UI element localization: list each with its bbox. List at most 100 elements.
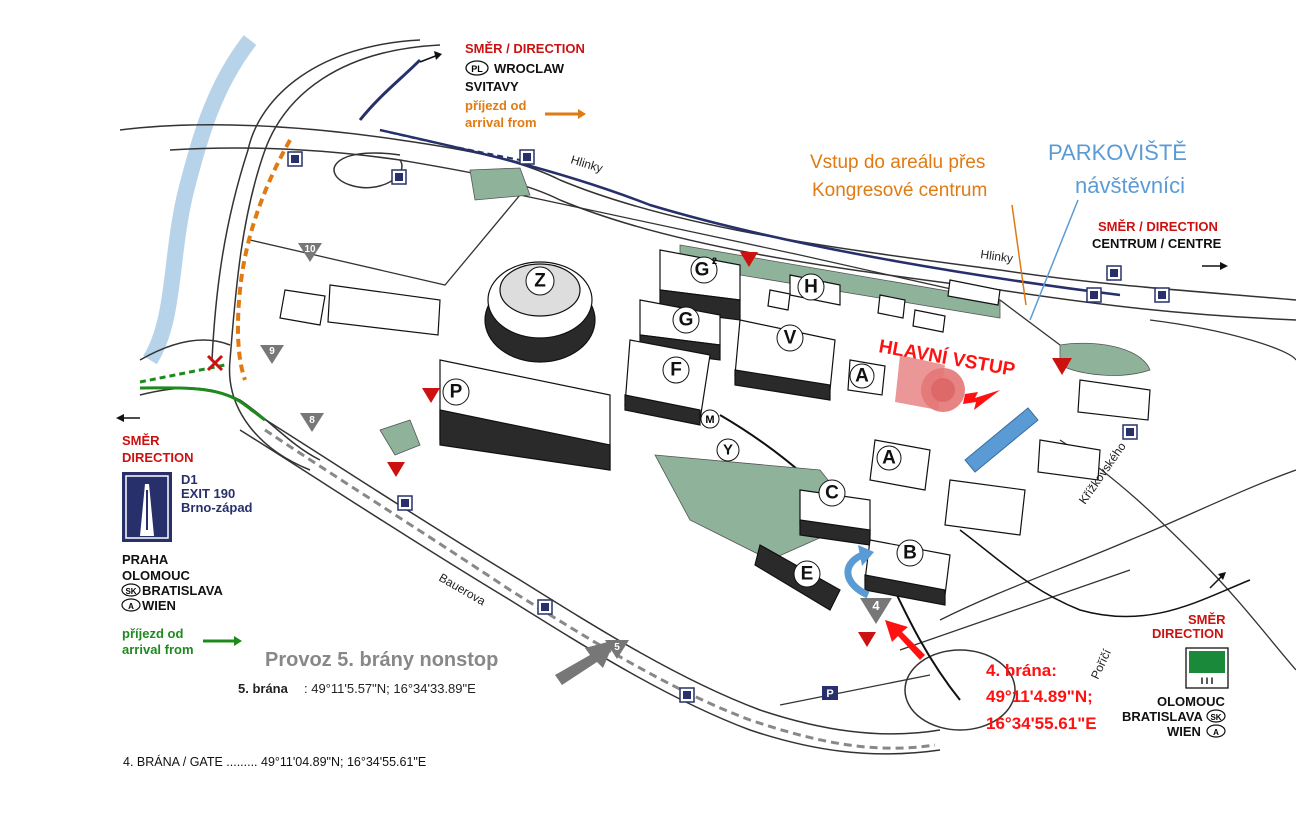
svg-text:DIRECTION: DIRECTION xyxy=(122,450,194,465)
exit-red-triangle-icon xyxy=(387,462,405,477)
svg-text:Provoz 5. brány nonstop: Provoz 5. brány nonstop xyxy=(265,649,498,671)
gate-8-marker: 8 xyxy=(300,413,324,432)
visitor-parking-area[interactable] xyxy=(964,407,1039,473)
exit-red-triangle-icon xyxy=(422,388,440,403)
svg-text:10: 10 xyxy=(304,244,316,255)
svg-text:5. brána: 5. brána xyxy=(238,681,289,696)
svg-text:I I I: I I I xyxy=(1201,676,1214,686)
building-m: M xyxy=(700,409,720,429)
motorway-sign-icon xyxy=(122,472,172,542)
svg-text:PL: PL xyxy=(471,64,483,74)
river xyxy=(143,35,257,365)
svg-text:Z: Z xyxy=(534,271,546,292)
gate4-annotation: 4. brána: 49°11'4.89"N; 16°34'55.61"E xyxy=(885,620,1097,733)
svg-text:WROCLAW: WROCLAW xyxy=(494,61,565,76)
svg-text:P: P xyxy=(450,382,463,403)
building-f: F xyxy=(662,356,690,384)
svg-text:E: E xyxy=(801,564,814,585)
main-entrance-arrow xyxy=(963,390,1000,410)
gate5-annotation: Provoz 5. brány nonstop 5. brána : 49°11… xyxy=(238,640,615,696)
street-hlinky-2: Hlinky xyxy=(980,247,1014,265)
svg-text:A: A xyxy=(882,448,896,469)
street-bauerova: Bauerova xyxy=(437,570,489,608)
svg-text:V: V xyxy=(784,328,797,349)
gate5-arrow xyxy=(555,640,615,685)
direction-arrow-icon xyxy=(1220,262,1228,270)
direction-arrow-icon xyxy=(434,51,442,60)
gate4-arrow xyxy=(885,620,925,660)
parking-icon: P xyxy=(822,686,838,700)
svg-text:příjezd od: příjezd od xyxy=(122,626,183,641)
parking-icon xyxy=(679,687,695,703)
svg-text:A: A xyxy=(1213,728,1219,737)
svg-text:A: A xyxy=(855,366,869,387)
svg-text:16°34'55.61"E: 16°34'55.61"E xyxy=(986,714,1097,733)
svg-text:B: B xyxy=(903,543,917,564)
exit-red-triangle-icon xyxy=(858,632,876,647)
svg-text:P: P xyxy=(826,688,833,700)
svg-text:49°11'4.89"N;: 49°11'4.89"N; xyxy=(986,687,1093,706)
parking-icon xyxy=(1154,287,1170,303)
parking-icons: P xyxy=(287,149,1170,703)
blocked-x-icon xyxy=(206,354,224,372)
gate-triangle-icon xyxy=(860,598,892,624)
svg-text:WIEN: WIEN xyxy=(1167,724,1201,739)
svg-text:Kongresové centrum: Kongresové centrum xyxy=(812,180,987,201)
svg-text:SK: SK xyxy=(1210,713,1221,722)
svg-text:5: 5 xyxy=(614,642,620,653)
svg-text:M: M xyxy=(705,414,714,426)
svg-text:Brno-západ: Brno-západ xyxy=(181,500,253,515)
gate-4-marker: 4 xyxy=(860,598,892,624)
svg-text:příjezd od: příjezd od xyxy=(465,98,526,113)
exit-red-triangle-icon xyxy=(740,252,758,267)
svg-text:Vstup do areálu přes: Vstup do areálu přes xyxy=(810,152,985,173)
svg-text:4: 4 xyxy=(872,598,880,613)
svg-text:9: 9 xyxy=(269,346,275,357)
parking-icon xyxy=(287,151,303,167)
motorway-sign-icon: I I I xyxy=(1185,647,1229,689)
building-z: Z xyxy=(525,266,555,296)
gate-9-marker: 9 xyxy=(260,345,284,364)
gate-10-marker: 10 xyxy=(298,243,322,262)
gate-triangle-icon xyxy=(298,243,322,262)
orange-arrival-route xyxy=(235,139,292,381)
svg-text:SK: SK xyxy=(125,587,136,596)
svg-text:WIEN: WIEN xyxy=(142,598,176,613)
building-a1: A xyxy=(849,363,875,389)
svg-text:8: 8 xyxy=(309,415,315,426)
parking-icon xyxy=(537,599,553,615)
building-a2: A xyxy=(876,445,902,471)
building-y: Y xyxy=(716,438,740,462)
entrance-annotation: Vstup do areálu přes Kongresové centrum xyxy=(810,152,1027,306)
country-badge xyxy=(465,60,489,76)
main-entrance-highlight xyxy=(895,355,965,412)
svg-text:D1: D1 xyxy=(181,472,198,487)
svg-text:CENTRUM / CENTRE: CENTRUM / CENTRE xyxy=(1092,236,1222,251)
svg-text:OLOMOUC: OLOMOUC xyxy=(122,568,190,583)
parking-icon xyxy=(391,169,407,185)
direction-arrow-icon xyxy=(578,109,586,119)
svg-text:G: G xyxy=(695,260,710,281)
svg-text:PRAHA: PRAHA xyxy=(122,552,169,567)
svg-text:návštěvníci: návštěvníci xyxy=(1075,173,1185,198)
exit-red-triangle-icon xyxy=(1052,358,1072,375)
svg-text:Y: Y xyxy=(723,442,733,459)
footer-gate-coordinates: 4. BRÁNA / GATE ......... 49°11'04.89"N;… xyxy=(123,754,426,769)
svg-text:4. brána:: 4. brána: xyxy=(986,661,1057,680)
building-v: V xyxy=(776,324,804,352)
direction-ne: SMĚR / DIRECTION CENTRUM / CENTRE xyxy=(1092,219,1228,270)
svg-text:F: F xyxy=(670,360,682,381)
exit-red-triangles xyxy=(387,252,1072,647)
parking-icon xyxy=(519,149,535,165)
building-g: G xyxy=(672,306,700,334)
gate-markers: 10 9 8 5 4 xyxy=(260,243,892,659)
svg-text:SMĚR / DIRECTION: SMĚR / DIRECTION xyxy=(1098,219,1218,234)
parking-annotation: PARKOVIŠTĚ návštěvníci xyxy=(1029,140,1187,321)
building-c: C xyxy=(818,479,846,507)
direction-nw: SMĚR / DIRECTION PL WROCLAW SVITAVY příj… xyxy=(419,41,586,130)
building-p: P xyxy=(442,378,470,406)
svg-text:BRATISLAVA: BRATISLAVA xyxy=(142,583,223,598)
